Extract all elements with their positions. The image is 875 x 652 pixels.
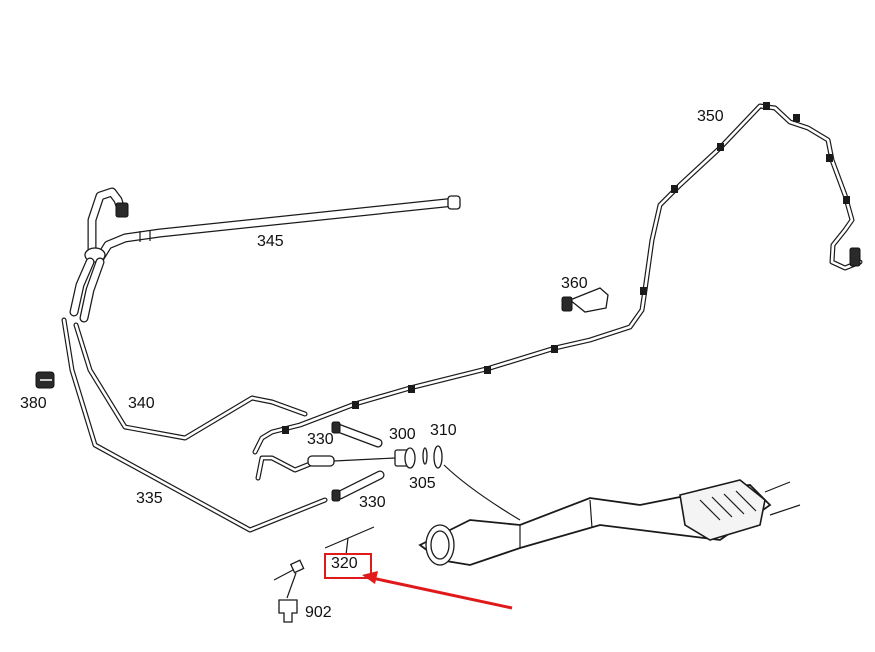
- line-350[interactable]: [252, 102, 863, 455]
- highlight-box-320: [324, 553, 372, 579]
- label-902: 902: [305, 604, 332, 621]
- label-320[interactable]: 320: [331, 555, 358, 572]
- line-335[interactable]: [61, 317, 328, 533]
- pipe-clips-350: [282, 102, 861, 434]
- hose-330-lower[interactable]: [331, 470, 385, 502]
- seal-305[interactable]: [422, 447, 428, 465]
- clip-380[interactable]: [35, 371, 55, 389]
- clip-902[interactable]: [273, 559, 305, 623]
- highlight-arrow: [362, 571, 513, 610]
- label-345: 345: [257, 233, 284, 250]
- exhaust-pipe-catalyst[interactable]: [418, 479, 801, 566]
- label-305: 305: [409, 475, 436, 492]
- hose-330-upper[interactable]: [331, 421, 383, 448]
- label-350: 350: [697, 108, 724, 125]
- sensor-lead: [255, 455, 396, 481]
- line-340[interactable]: [73, 322, 308, 441]
- label-360: 360: [561, 275, 588, 292]
- label-300: 300: [389, 426, 416, 443]
- label-340: 340: [128, 395, 155, 412]
- sensor-300[interactable]: [394, 447, 416, 469]
- bracket-360[interactable]: [561, 287, 609, 313]
- gasket-310[interactable]: [433, 445, 443, 469]
- label-330-upper: 330: [307, 431, 334, 448]
- label-335: 335: [136, 490, 163, 507]
- label-310: 310: [430, 422, 457, 439]
- pipe-345[interactable]: [69, 187, 461, 323]
- label-380: 380: [20, 395, 47, 412]
- label-330-lower: 330: [359, 494, 386, 511]
- leader-320: [324, 526, 375, 549]
